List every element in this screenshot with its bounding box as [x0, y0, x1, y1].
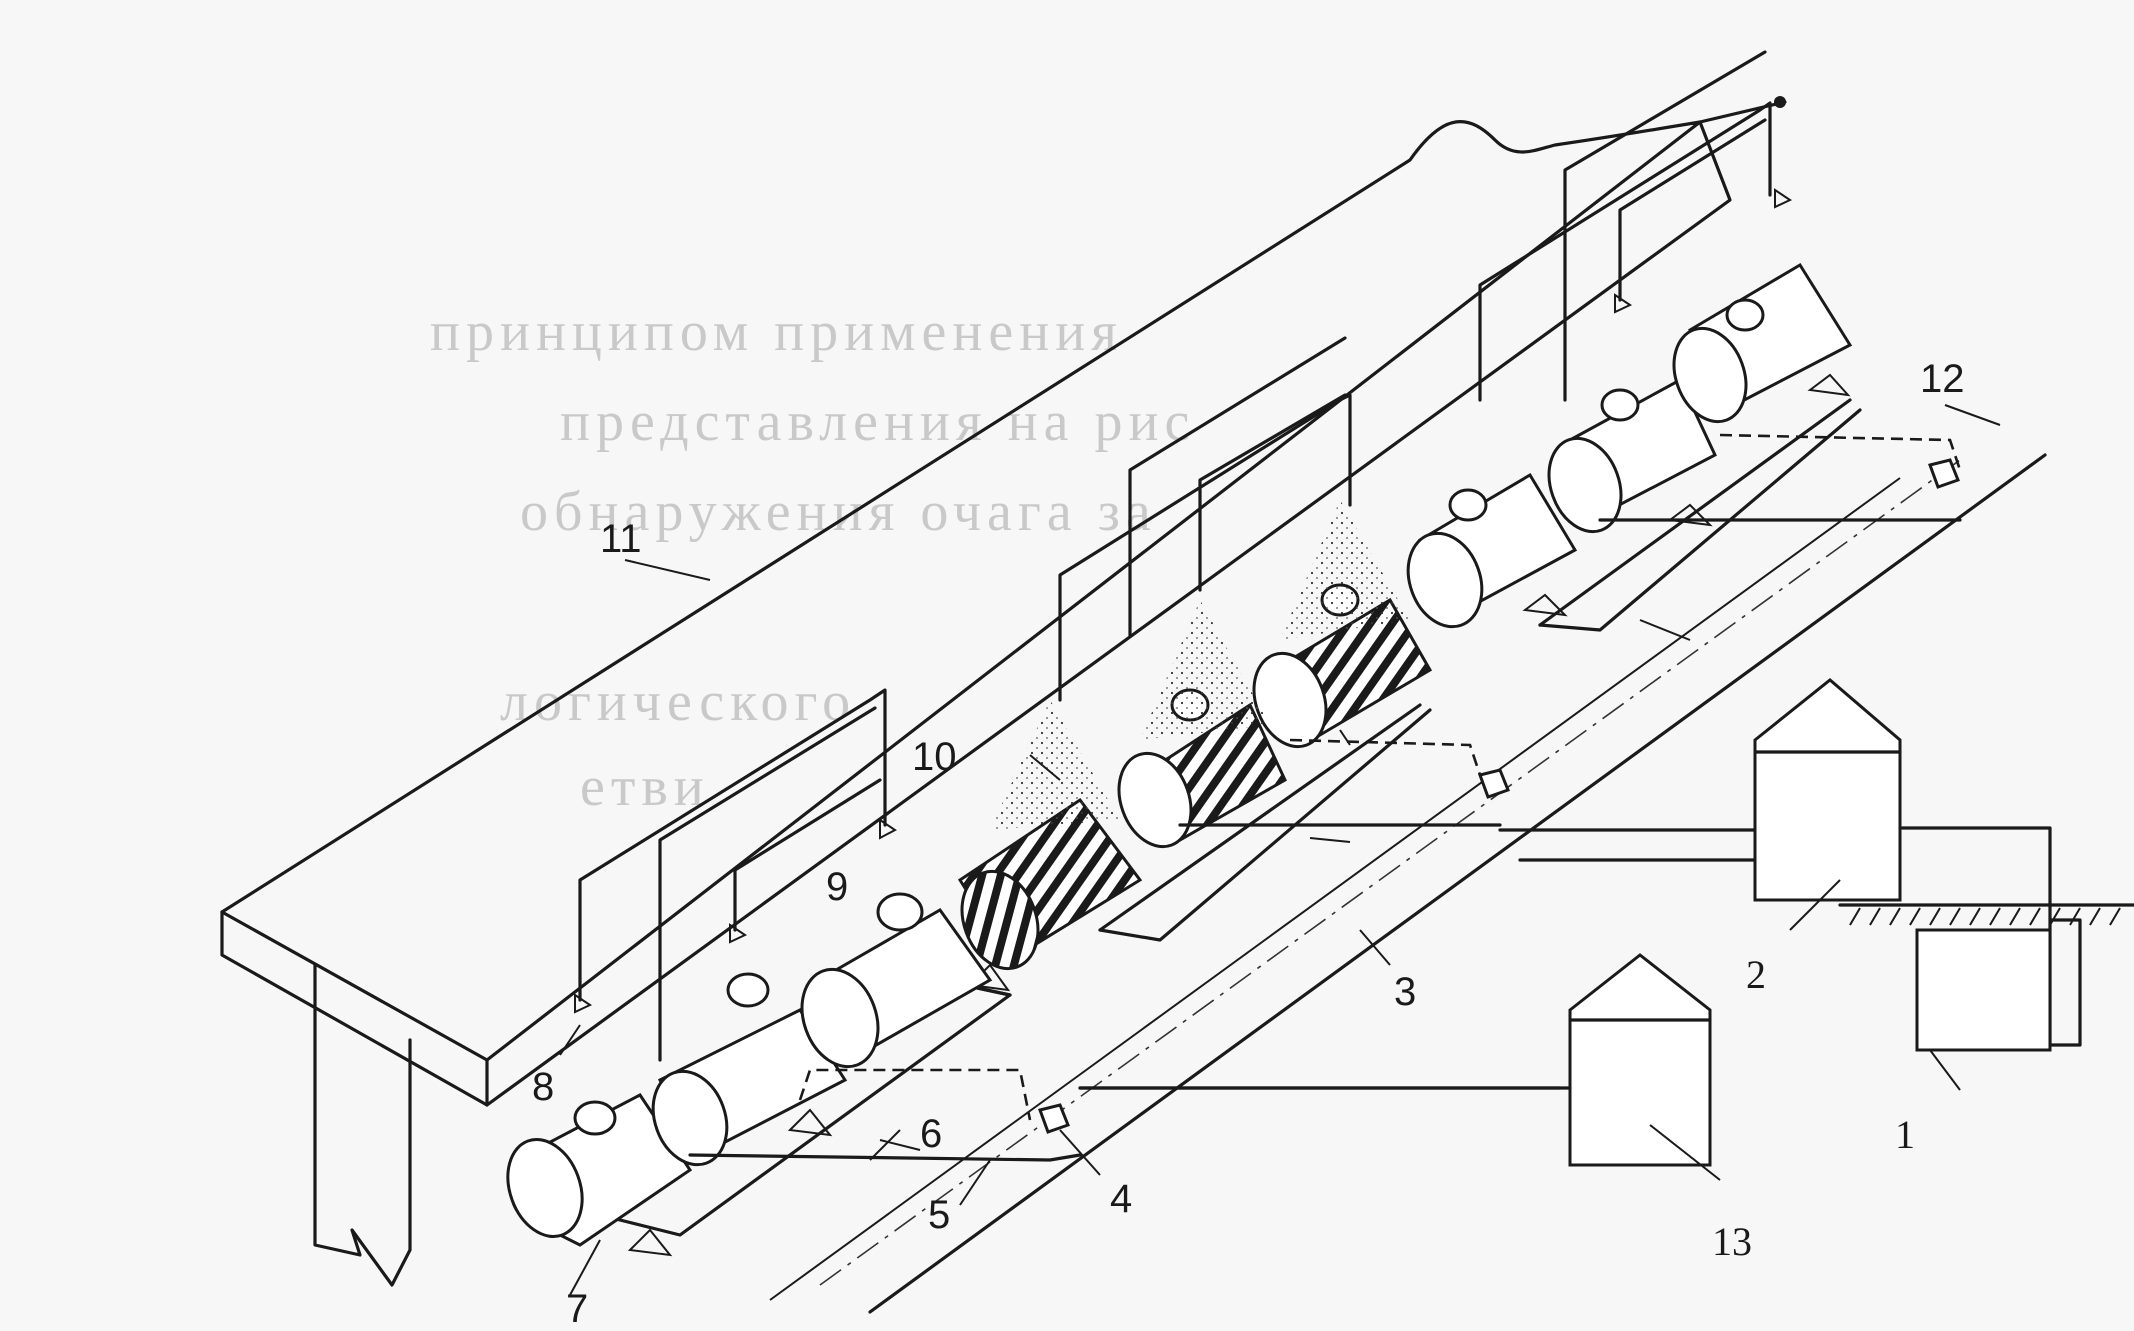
label-7: 7 [566, 1287, 588, 1331]
sprinkler-pipes [574, 50, 1793, 1062]
label-8: 8 [532, 1065, 554, 1109]
valves [1038, 458, 1960, 1134]
label-10: 10 [912, 735, 957, 779]
svg-text:принципом применения: принципом применения [430, 301, 1123, 363]
label-5: 5 [928, 1193, 950, 1237]
control-building [1078, 953, 1721, 1181]
bleed-through-text: принципом применения представления на ри… [430, 301, 1195, 818]
overhead-beam [220, 100, 1787, 1287]
label-12: 12 [1920, 357, 1965, 401]
spray-clouds [990, 500, 1410, 830]
label-1: 1 [1895, 1112, 1915, 1157]
label-2: 2 [1746, 952, 1766, 997]
label-13: 13 [1712, 1219, 1752, 1264]
bale-row [506, 262, 1853, 1247]
label-11: 11 [600, 517, 642, 561]
svg-text:обнаружения очага за: обнаружения очага за [520, 481, 1157, 543]
pump-station [1753, 678, 2134, 1052]
ground-lines [769, 96, 2047, 1314]
label-6: 6 [920, 1112, 942, 1156]
svg-text:етви: етви [580, 756, 710, 818]
label-4: 4 [1110, 1177, 1132, 1221]
label-9: 9 [826, 865, 848, 909]
label-3: 3 [1394, 970, 1416, 1014]
part-labels: 1 2 3 4 5 6 7 8 9 10 11 12 13 [532, 357, 1965, 1331]
leader-lines [559, 404, 2001, 1296]
svg-text:логического: логического [500, 671, 856, 733]
svg-text:представления на рис: представления на рис [560, 391, 1195, 453]
